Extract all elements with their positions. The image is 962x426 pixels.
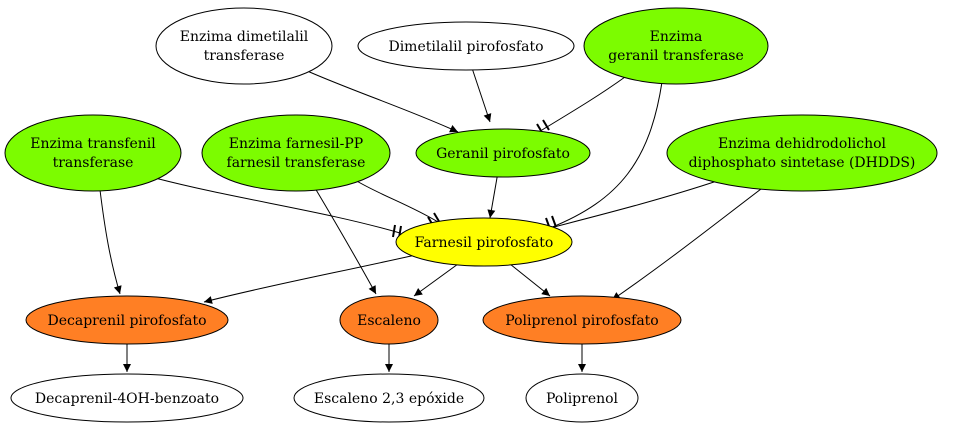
edge-dimetilalil-to-geranil [471, 67, 492, 123]
node-decaprenil-benzoato: Decaprenil-4OH-benzoato [10, 373, 244, 423]
node-shape [339, 295, 439, 345]
node-label-line1: Enzima dimetilalil [180, 29, 309, 45]
node-label: Poliprenol [546, 391, 619, 407]
node-shape [4, 114, 182, 192]
node-label-line1: Enzima [650, 29, 703, 45]
node-shape [293, 373, 485, 423]
node-enzima-dimetilalil: Enzima dimetilalil transferase [155, 7, 333, 85]
node-escaleno: Escaleno [339, 295, 439, 345]
edge-enzima-geranil-to-geranil [541, 76, 626, 131]
node-shape [395, 217, 573, 267]
node-label-line2: transferase [204, 48, 285, 64]
node-enzima-farnesil: Enzima farnesil-PP farnesil transferase [201, 114, 391, 192]
node-dimetilalil-pp: Dimetilalil pirofosfato [357, 21, 575, 71]
node-label-line2: diphosphato sintetase (DHDDS) [689, 155, 916, 171]
edge-enzima-transfenil-to-farnesil [154, 177, 401, 234]
node-shape [357, 21, 575, 71]
edge-enzima-geranil-to-farnesil [549, 81, 663, 229]
node-label-line2: farnesil transferase [227, 155, 366, 171]
node-shape [10, 373, 244, 423]
node-label-line1: Enzima transfenil [30, 136, 156, 152]
edge-geranil-to-farnesil [487, 171, 499, 219]
node-label-line2: transferase [53, 155, 134, 171]
edge-dhdds-to-poliprenol [611, 185, 766, 301]
edge-enzima-dimetilalil-to-geranil [304, 69, 459, 133]
edge-farnesil-to-decaprenil [203, 253, 421, 304]
node-shape [666, 114, 938, 192]
node-decaprenil-pp: Decaprenil pirofosfato [25, 295, 229, 345]
node-shape [415, 128, 591, 178]
node-geranil-pp: Geranil pirofosfato [415, 128, 591, 178]
edge-transfenil-to-decaprenil [99, 189, 122, 295]
node-shape [525, 373, 639, 423]
node-poliprenol: Poliprenol [525, 373, 639, 423]
node-label-line2: geranil transferase [608, 48, 744, 64]
node-label: Geranil pirofosfato [436, 146, 570, 162]
node-enzima-transfenil: Enzima transfenil transferase [4, 114, 182, 192]
node-label: Farnesil pirofosfato [415, 235, 554, 251]
edge-farnesil-to-escaleno [413, 263, 459, 297]
node-shape [583, 7, 769, 85]
node-label-line1: Enzima farnesil-PP [229, 136, 363, 152]
node-poliprenol-pp: Poliprenol pirofosfato [482, 295, 682, 345]
node-label: Poliprenol pirofosfato [505, 313, 659, 329]
node-shape [482, 295, 682, 345]
node-enzima-geranil: Enzima geranil transferase [583, 7, 769, 85]
edge-farnesil-to-poliprenol [509, 263, 551, 297]
edge-enzima-farnesil-to-escaleno [314, 187, 377, 295]
node-shape [25, 295, 229, 345]
node-farnesil-pp: Farnesil pirofosfato [395, 217, 573, 267]
node-shape [155, 7, 333, 85]
edge-enzima-farnesil-to-farnesil [354, 179, 439, 223]
node-enzima-dhdds: Enzima dehidrodolichol diphosphato sinte… [666, 114, 938, 192]
node-label: Decaprenil-4OH-benzoato [35, 391, 219, 407]
edge-dhdds-to-farnesil [549, 179, 721, 229]
node-label-line1: Enzima dehidrodolichol [718, 136, 887, 152]
node-label: Escaleno [357, 313, 421, 329]
node-label: Decaprenil pirofosfato [48, 313, 207, 329]
node-escaleno-epoxide: Escaleno 2,3 epóxide [293, 373, 485, 423]
node-label: Dimetilalil pirofosfato [388, 39, 543, 55]
node-label: Escaleno 2,3 epóxide [314, 391, 464, 407]
node-shape [201, 114, 391, 192]
